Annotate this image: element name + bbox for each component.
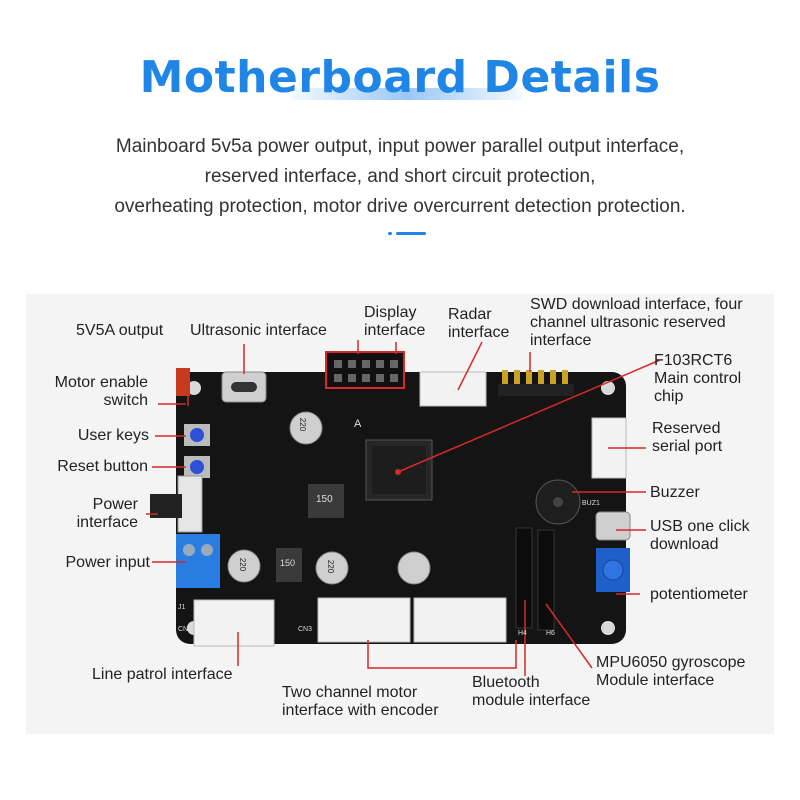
usb-c-right [595, 511, 631, 541]
label-user-keys: User keys [77, 427, 149, 444]
user-key [190, 428, 204, 442]
label-5v5a-output: 5V5A output [76, 322, 164, 339]
capacitor [315, 551, 349, 585]
silk-220: 220 [238, 557, 248, 572]
silk-buz1: BUZ1 [582, 500, 600, 507]
label-power-interface: Power interface [76, 496, 138, 531]
motor-connector-a [317, 597, 411, 643]
page-title: Motherboard Details [139, 52, 661, 103]
label-buzzer: Buzzer [650, 484, 700, 501]
silk-h6: H6 [546, 630, 555, 637]
inductor [276, 548, 302, 582]
silk-j1: J1 [178, 604, 186, 611]
label-swd: SWD download interface, four channel ult… [530, 296, 743, 349]
section-divider [388, 231, 428, 237]
label-two-channel-motor: Two channel motor interface with encoder [282, 684, 439, 719]
silk-150: 150 [280, 558, 296, 568]
motor-connector-b [413, 597, 507, 643]
display-header [325, 351, 405, 389]
silk-220: 220 [298, 417, 308, 432]
label-usb: USB one click download [650, 518, 750, 553]
silk-a: A [354, 418, 362, 430]
line-patrol-connector [193, 599, 275, 647]
silk-150: 150 [316, 494, 333, 505]
subtitle-line: Mainboard 5v5a power output, input power… [115, 136, 685, 157]
capacitor [397, 551, 431, 585]
label-reset-button: Reset button [57, 458, 148, 475]
radar-connector [419, 371, 487, 407]
silk-h4: H4 [518, 630, 527, 637]
inductor [308, 484, 344, 518]
label-display: Display interface [364, 304, 426, 339]
label-bluetooth: Bluetooth module interface [472, 674, 591, 709]
reset-key [190, 460, 204, 474]
motor-enable-switch [176, 368, 190, 396]
label-f103: F103RCT6 Main control chip [654, 352, 742, 405]
capacitor [227, 549, 261, 583]
subtitle-line: overheating protection, motor drive over… [114, 196, 686, 217]
label-ultrasonic: Ultrasonic interface [190, 322, 327, 339]
silk-220: 220 [326, 559, 336, 574]
label-motor-enable: Motor enable switch [54, 374, 148, 409]
power-terminal [176, 534, 220, 588]
label-power-input: Power input [65, 554, 151, 571]
label-line-patrol: Line patrol interface [92, 666, 233, 683]
bluetooth-header [515, 527, 533, 629]
capacitor [289, 411, 323, 445]
subtitle-line: reserved interface, and short circuit pr… [204, 166, 596, 187]
silk-cn7: CN7 [178, 626, 193, 633]
silk-cn3: CN3 [298, 626, 313, 633]
subtitle: Mainboard 5v5a power output, input power… [40, 132, 760, 222]
title-underline [292, 88, 522, 100]
label-potentiometer: potentiometer [650, 586, 748, 603]
label-radar: Radar interface [448, 306, 510, 341]
mpu6050-header [537, 529, 555, 631]
label-mpu6050: MPU6050 gyroscope Module interface [596, 654, 746, 689]
label-reserved-serial: Reserved serial port [652, 420, 723, 455]
